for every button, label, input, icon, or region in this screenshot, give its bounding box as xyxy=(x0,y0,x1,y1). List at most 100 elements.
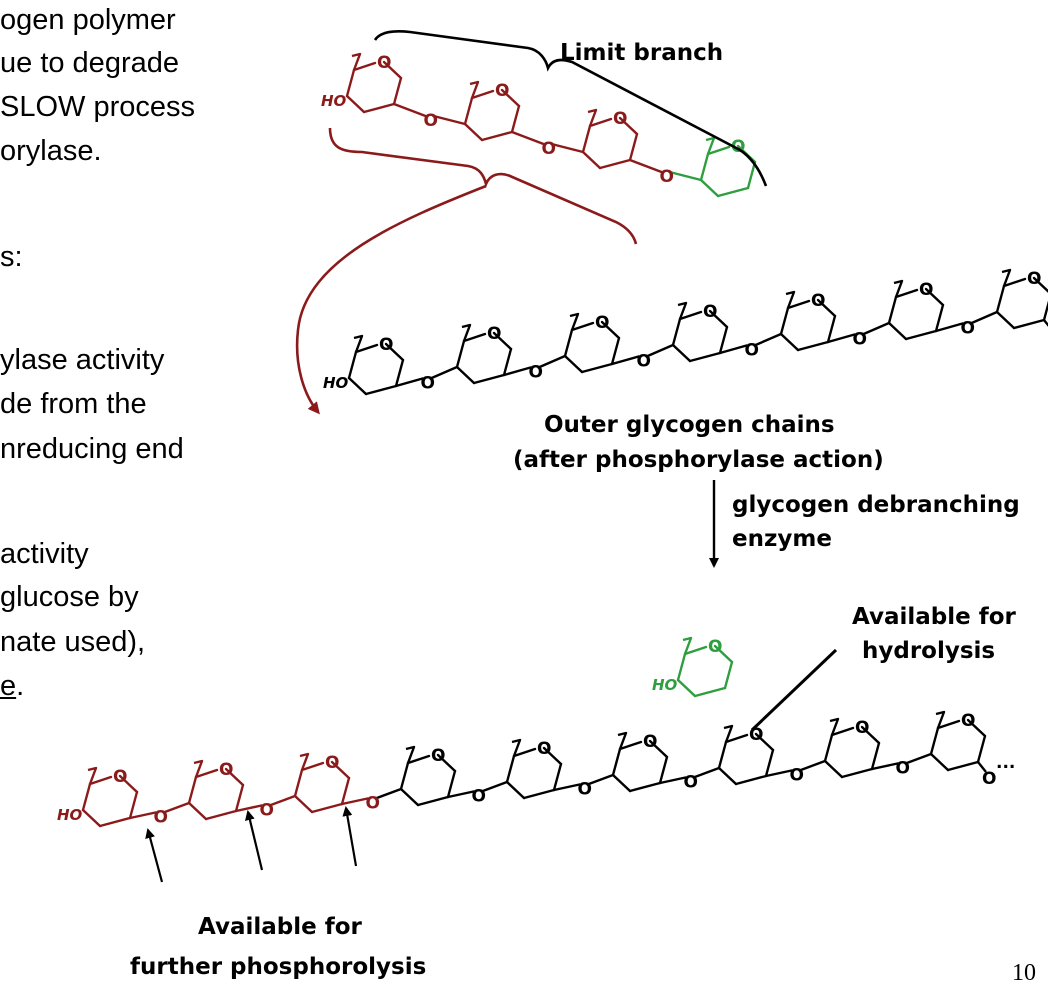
ring-bond xyxy=(330,760,351,780)
ring-bond xyxy=(542,746,563,766)
ring-oxygen-label: O xyxy=(855,718,869,738)
ring-bond xyxy=(683,645,708,656)
ring-bond xyxy=(688,351,722,363)
ring-bond xyxy=(570,321,595,332)
glycosidic-bond xyxy=(128,811,157,820)
ring-bond xyxy=(1042,300,1048,322)
ch2oh-stub xyxy=(87,766,98,785)
ring-bond xyxy=(830,726,855,737)
glycosidic-bond xyxy=(628,158,663,174)
ring-bond xyxy=(717,766,738,786)
text-line: nreducing end xyxy=(0,433,184,465)
ring-bond xyxy=(894,288,919,299)
glycosidic-bond xyxy=(234,804,263,813)
ring-bond xyxy=(699,178,720,198)
ring-bond xyxy=(628,781,662,793)
ring-bond xyxy=(472,373,506,385)
phosphorolysis-arrow-3 xyxy=(342,806,358,867)
glycosidic-bond xyxy=(969,310,999,325)
slide-body-text: ogen polymer ue to degrade SLOW process … xyxy=(0,0,330,760)
ring-oxygen-label: O xyxy=(495,81,509,101)
ring-bond xyxy=(347,350,358,380)
ring-bond xyxy=(676,652,687,682)
underlined-word: e xyxy=(0,670,17,702)
ring-oxygen-label: O xyxy=(377,53,391,73)
ring-bond xyxy=(394,358,405,388)
ring-bond xyxy=(446,769,457,799)
ring-bond xyxy=(887,321,908,341)
ch2oh-stub xyxy=(299,752,310,771)
glycosidic-bond xyxy=(798,759,827,772)
link-oxygen-label: O xyxy=(637,352,651,372)
ring-bond xyxy=(455,339,466,369)
ring-bond xyxy=(924,287,945,307)
glycosidic-bond xyxy=(586,773,615,786)
ring-bond xyxy=(480,130,514,142)
ch2oh-stub xyxy=(353,334,364,353)
glycosidic-bond xyxy=(658,776,687,785)
ring-oxygen-label: O xyxy=(613,109,627,129)
ring-bond xyxy=(340,776,351,806)
ch2oh-stub xyxy=(351,52,362,71)
ring-bond xyxy=(611,773,632,793)
text-line: activity xyxy=(0,538,89,570)
ring-bond xyxy=(462,332,487,343)
ring-bond xyxy=(81,782,92,812)
ch2oh-stub xyxy=(617,731,628,750)
text-line: SLOW process xyxy=(0,91,195,123)
ring-bond xyxy=(510,104,521,134)
ring-bond xyxy=(816,298,837,318)
glycosidic-bond xyxy=(753,332,783,347)
ring-bond xyxy=(671,317,682,347)
text-line: ue to degrade xyxy=(0,47,179,79)
ch2oh-stub xyxy=(829,717,840,736)
ring-bond xyxy=(463,96,474,126)
ring-bond xyxy=(826,314,837,344)
enzyme-label-line2: enzyme xyxy=(732,526,832,552)
hydroxyl-label: HO xyxy=(652,676,678,694)
ch2oh-stub xyxy=(935,710,946,729)
ring-bond xyxy=(676,678,697,698)
glycosidic-bond xyxy=(340,797,369,806)
ring-bond xyxy=(187,801,208,821)
ring-bond xyxy=(310,802,344,814)
link-oxygen-label: O xyxy=(424,111,438,131)
ring-bond xyxy=(734,774,768,786)
ring-bond xyxy=(347,376,368,396)
phosphorolysis-arrow-2 xyxy=(245,810,264,871)
ring-oxygen-label: O xyxy=(703,302,717,322)
outer-chains-label-line1: Outer glycogen chains xyxy=(544,412,835,438)
ring-oxygen-label: O xyxy=(113,767,127,787)
ring-bond xyxy=(840,767,874,779)
ring-oxygen-label: O xyxy=(487,324,501,344)
phosphorolysis-arrow-1 xyxy=(145,828,164,883)
text-line: e. xyxy=(0,669,24,703)
glycosidic-bond xyxy=(480,780,509,793)
ring-oxygen-label: O xyxy=(811,291,825,311)
ring-bond xyxy=(628,132,639,162)
ring-bond xyxy=(470,89,495,100)
glycosidic-bond xyxy=(510,130,545,146)
ring-bond xyxy=(716,186,750,198)
ring-bond xyxy=(718,325,729,355)
ring-bond xyxy=(936,719,961,730)
link-oxygen-label: O xyxy=(982,769,996,789)
ring-bond xyxy=(384,342,405,362)
glycosidic-bond xyxy=(429,365,459,380)
enzyme-label-line1: glycogen debranching xyxy=(732,492,1020,518)
glycosidic-bond xyxy=(432,114,467,126)
link-oxygen-label: O xyxy=(421,374,435,394)
text-line: ylase activity xyxy=(0,344,165,376)
ring-bond xyxy=(382,60,403,80)
ring-bond xyxy=(671,343,692,363)
ring-oxygen-label: O xyxy=(595,313,609,333)
ring-bond xyxy=(436,753,457,773)
glycosidic-bond xyxy=(552,783,581,792)
ring-bond xyxy=(345,94,366,114)
hydrolysis-label-line2: hydrolysis xyxy=(862,638,995,664)
ring-bond xyxy=(463,122,484,142)
text-line: de from the xyxy=(0,388,147,420)
ring-bond xyxy=(455,365,476,385)
ring-oxygen-label: O xyxy=(919,280,933,300)
ring-bond xyxy=(966,718,987,738)
